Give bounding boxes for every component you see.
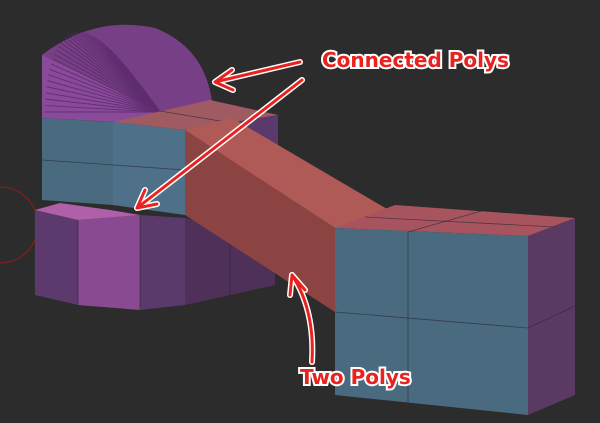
cylinder-segment — [46, 86, 161, 113]
gizmo-circle[interactable] — [0, 186, 39, 264]
cylinder-segment — [57, 45, 161, 113]
annotation-arrows — [134, 59, 316, 365]
cylinder-segment — [52, 58, 161, 113]
cylinder-segment — [65, 36, 161, 113]
cylinder-segment — [45, 92, 161, 113]
hex-block[interactable] — [35, 203, 275, 310]
cylinder-segment — [62, 39, 161, 113]
cylinder-segment — [45, 105, 161, 113]
cylinder-segment — [53, 53, 161, 113]
cylinder-segment — [67, 34, 161, 113]
cylinder-segment — [154, 105, 161, 113]
connected-polys-label: Connected Polys — [322, 48, 509, 72]
cylinder-segment — [47, 80, 161, 113]
cylinder-segment — [50, 63, 161, 113]
right-cube[interactable] — [334, 205, 576, 415]
connecting-beam[interactable] — [185, 118, 392, 312]
cylinder-segment — [48, 74, 161, 113]
cylinder-segment — [55, 49, 161, 113]
cylinder-segment — [49, 68, 161, 113]
two-polys-label: Two Polys — [300, 365, 411, 389]
cylinder-segment — [45, 98, 161, 113]
quarter-cylinder[interactable] — [42, 24, 212, 122]
cylinder-segment — [60, 42, 161, 113]
